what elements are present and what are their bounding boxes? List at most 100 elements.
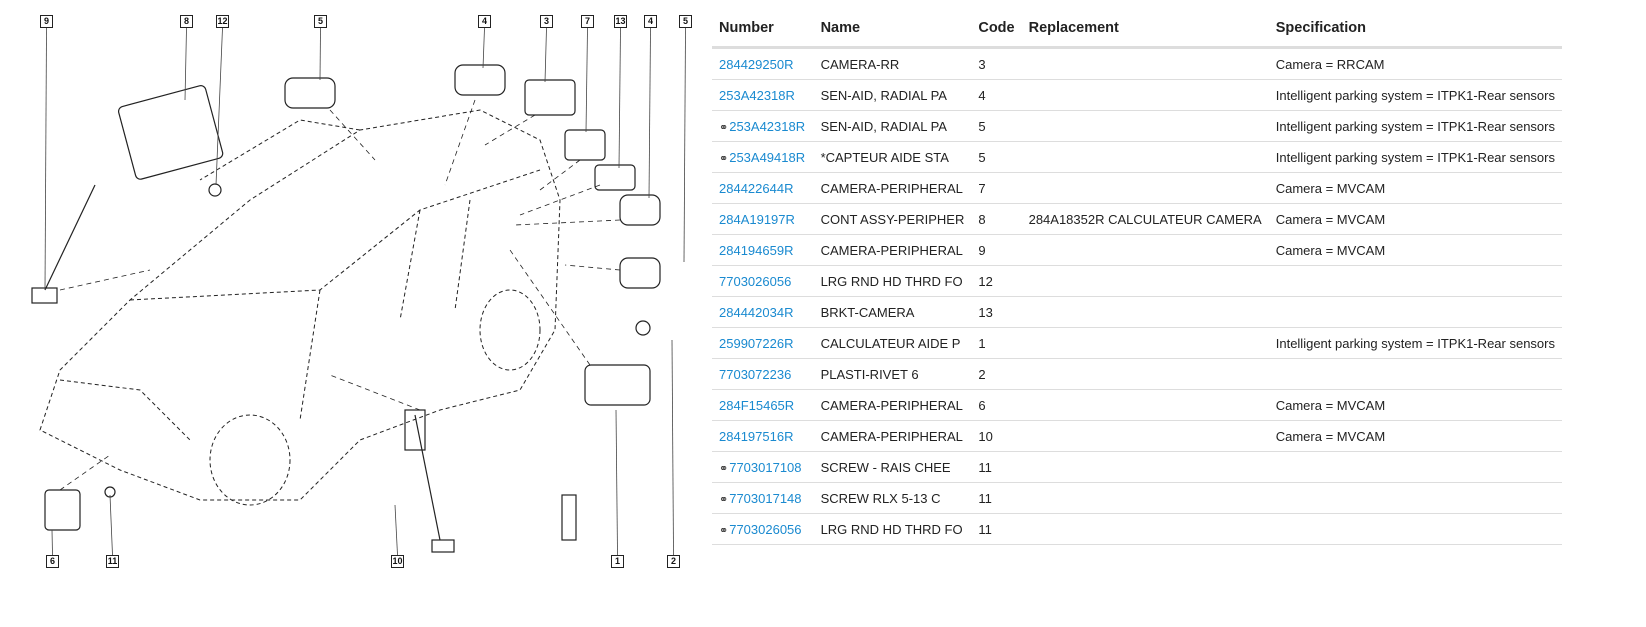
callout-label[interactable]: 9 bbox=[40, 15, 53, 28]
cell-number: 284442034R bbox=[712, 296, 814, 328]
cell-replacement bbox=[1021, 389, 1269, 421]
cell-number: ⚭7703017148 bbox=[712, 482, 814, 514]
cell-code: 8 bbox=[971, 203, 1022, 235]
leader-lines bbox=[59, 99, 621, 491]
part-number-link[interactable]: 284197516R bbox=[719, 428, 794, 444]
cell-name: CAMERA-RR bbox=[813, 47, 972, 80]
callout-line bbox=[671, 339, 674, 556]
cell-replacement bbox=[1021, 79, 1269, 111]
callout-label[interactable]: 1 bbox=[611, 555, 624, 568]
cell-number: 284197516R bbox=[712, 420, 814, 452]
part-number-link[interactable]: 7703026056 bbox=[719, 273, 792, 289]
parts-table: Number Name Code Replacement Specificati… bbox=[712, 14, 1562, 545]
cell-code: 2 bbox=[971, 358, 1022, 390]
cell-code: 1 bbox=[971, 327, 1022, 359]
cell-specification: Camera = MVCAM bbox=[1268, 234, 1562, 266]
cell-specification bbox=[1268, 296, 1562, 328]
table-row: 253A42318R SEN-AID, RADIAL PA 4 Intellig… bbox=[712, 79, 1562, 111]
part-number-link[interactable]: 253A49418R bbox=[729, 149, 806, 165]
cell-name: LRG RND HD THRD FO bbox=[813, 513, 972, 545]
cell-name: CAMERA-PERIPHERAL bbox=[813, 172, 972, 204]
callout-label[interactable]: 4 bbox=[478, 15, 491, 28]
header-name: Name bbox=[813, 14, 972, 49]
cell-number: ⚭7703026056 bbox=[712, 513, 814, 545]
callout-label[interactable]: 7 bbox=[581, 15, 594, 28]
cell-number: ⚭253A42318R bbox=[712, 110, 814, 142]
cell-replacement bbox=[1021, 513, 1269, 545]
callout-label[interactable]: 4 bbox=[644, 15, 657, 28]
callout-label[interactable]: 12 bbox=[216, 15, 229, 28]
part-number-link[interactable]: 259907226R bbox=[719, 335, 794, 351]
callout-line bbox=[618, 27, 621, 169]
cell-name: PLASTI-RIVET 6 bbox=[813, 358, 972, 390]
part-number-link[interactable]: 284F15465R bbox=[719, 397, 795, 413]
cell-code: 13 bbox=[971, 296, 1022, 328]
cell-specification: Camera = RRCAM bbox=[1268, 47, 1562, 80]
callout-label[interactable]: 13 bbox=[614, 15, 627, 28]
callout-label[interactable]: 8 bbox=[180, 15, 193, 28]
table-row: 284197516R CAMERA-PERIPHERAL 10 Camera =… bbox=[712, 420, 1562, 452]
part-number-link[interactable]: 253A42318R bbox=[719, 87, 795, 103]
callout-line bbox=[482, 27, 485, 69]
cell-code: 9 bbox=[971, 234, 1022, 266]
cell-name: LRG RND HD THRD FO bbox=[813, 265, 972, 297]
callout-label[interactable]: 6 bbox=[46, 555, 59, 568]
header-replacement: Replacement bbox=[1021, 14, 1269, 49]
cell-name: CONT ASSY-PERIPHER bbox=[813, 203, 972, 235]
table-row: ⚭7703026056 LRG RND HD THRD FO 11 bbox=[712, 513, 1562, 545]
callout-label[interactable]: 5 bbox=[314, 15, 327, 28]
cell-replacement bbox=[1021, 265, 1269, 297]
link-icon: ⚭ bbox=[719, 121, 729, 134]
cell-replacement bbox=[1021, 141, 1269, 173]
callout-label[interactable]: 5 bbox=[679, 15, 692, 28]
part-number-link[interactable]: 284194659R bbox=[719, 242, 794, 258]
cell-name: SCREW - RAIS CHEE bbox=[813, 451, 972, 483]
link-icon: ⚭ bbox=[719, 524, 729, 537]
cell-number: 284194659R bbox=[712, 234, 814, 266]
callout-label[interactable]: 11 bbox=[106, 555, 119, 568]
cell-number: 7703072236 bbox=[712, 358, 814, 390]
cell-replacement bbox=[1021, 482, 1269, 514]
callout-line bbox=[683, 27, 686, 263]
cell-replacement bbox=[1021, 420, 1269, 452]
header-specification: Specification bbox=[1268, 14, 1562, 49]
cell-code: 12 bbox=[971, 265, 1022, 297]
part-number-link[interactable]: 7703017108 bbox=[729, 459, 802, 475]
part-number-link[interactable]: 284429250R bbox=[719, 56, 794, 72]
callout-line bbox=[215, 27, 223, 186]
cell-specification bbox=[1268, 358, 1562, 390]
table-row: ⚭253A42318R SEN-AID, RADIAL PA 5 Intelli… bbox=[712, 110, 1562, 142]
cell-specification: Camera = MVCAM bbox=[1268, 203, 1562, 235]
cell-name: CAMERA-PERIPHERAL bbox=[813, 389, 972, 421]
part-number-link[interactable]: 7703026056 bbox=[729, 521, 802, 537]
cell-specification: Intelligent parking system = ITPK1-Rear … bbox=[1268, 110, 1562, 142]
cell-replacement: 284A18352R CALCULATEUR CAMERA bbox=[1021, 203, 1269, 235]
cell-number: 7703026056 bbox=[712, 265, 814, 297]
cell-specification: Intelligent parking system = ITPK1-Rear … bbox=[1268, 327, 1562, 359]
cell-number: ⚭7703017108 bbox=[712, 451, 814, 483]
part-number-link[interactable]: 253A42318R bbox=[729, 118, 806, 134]
part-number-link[interactable]: 284A19197R bbox=[719, 211, 795, 227]
cell-number: 284429250R bbox=[712, 47, 814, 80]
cell-replacement bbox=[1021, 358, 1269, 390]
callout-line bbox=[585, 27, 588, 133]
callout-line bbox=[544, 27, 547, 83]
link-icon: ⚭ bbox=[719, 152, 729, 165]
cell-code: 11 bbox=[971, 451, 1022, 483]
cell-specification bbox=[1268, 513, 1562, 545]
table-row: ⚭7703017148 SCREW RLX 5-13 C 11 bbox=[712, 482, 1562, 514]
part-number-link[interactable]: 284442034R bbox=[719, 304, 794, 320]
callout-label[interactable]: 2 bbox=[667, 555, 680, 568]
header-code: Code bbox=[971, 14, 1022, 49]
callout-label[interactable]: 3 bbox=[540, 15, 553, 28]
callout-line bbox=[648, 27, 651, 199]
part-number-link[interactable]: 284422644R bbox=[719, 180, 794, 196]
cell-number: 284A19197R bbox=[712, 203, 814, 235]
callout-line bbox=[184, 27, 187, 101]
part-number-link[interactable]: 7703072236 bbox=[719, 366, 792, 382]
cell-specification bbox=[1268, 265, 1562, 297]
part-number-link[interactable]: 7703017148 bbox=[729, 490, 802, 506]
cell-specification bbox=[1268, 451, 1562, 483]
callout-label[interactable]: 10 bbox=[391, 555, 404, 568]
